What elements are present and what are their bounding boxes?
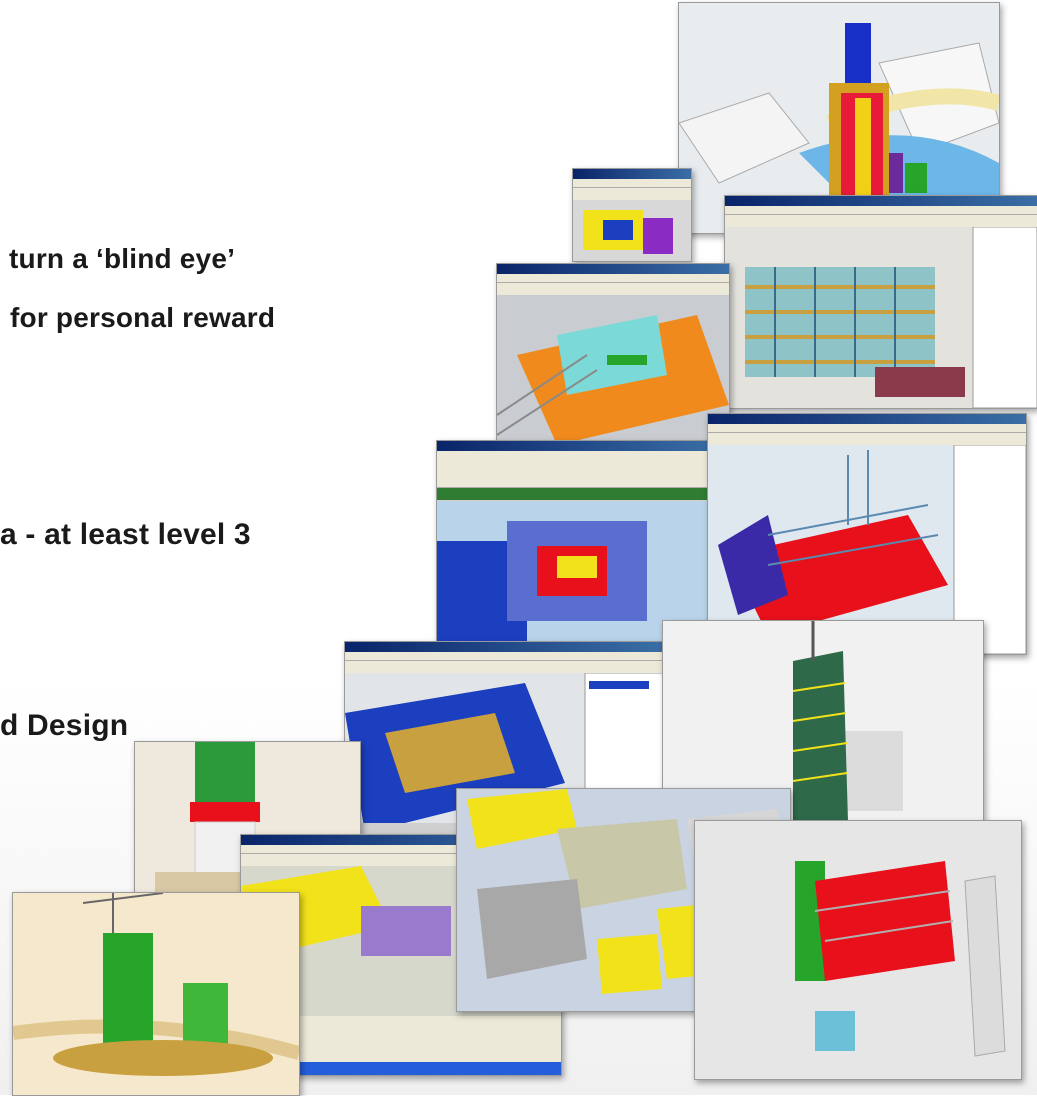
orange-deck-window xyxy=(496,263,730,450)
red-frame-window xyxy=(707,413,1027,655)
text-line-blind-eye: turn a ‘blind eye’ xyxy=(9,243,236,274)
steel-frame-window xyxy=(724,195,1037,409)
text-line-level-3: a - at least level 3 xyxy=(0,518,251,551)
text-line-design: d Design xyxy=(0,709,129,742)
green-towers-render xyxy=(12,892,300,1096)
text-line-personal-reward: for personal reward xyxy=(10,302,276,333)
structure-window-small xyxy=(572,168,692,262)
aerial-tower-render xyxy=(678,2,1000,234)
red-roof-render xyxy=(694,820,1022,1080)
